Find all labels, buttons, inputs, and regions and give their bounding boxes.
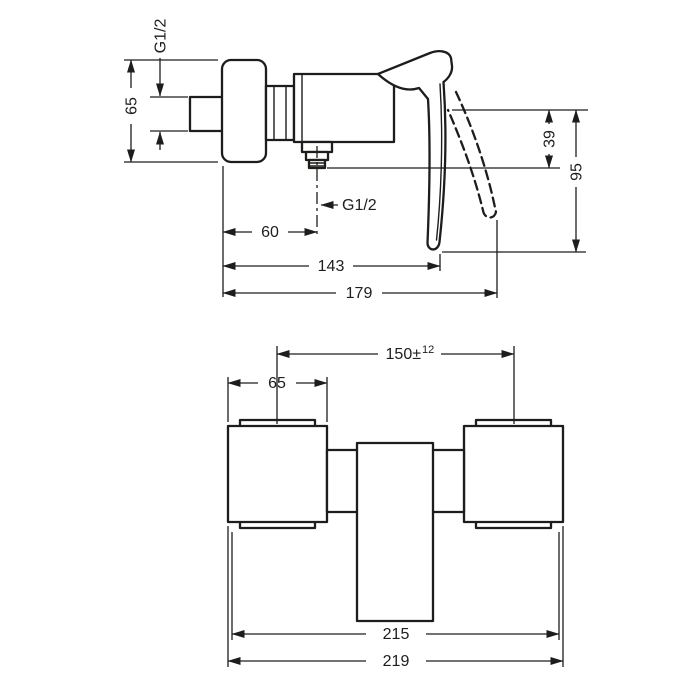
dim-label-95: 95 [569,163,586,181]
dim-label-219: 219 [383,653,410,670]
mixer-body-side [292,72,396,144]
side-view-dimensions: G1/2 65 39 95 60 G1/2 1 [124,19,588,302]
dim-label-179: 179 [346,285,373,302]
dim-label-143: 143 [318,258,345,275]
dim-label-65-height: 65 [124,97,141,115]
handle-lever-edge [435,83,443,241]
handle-lever [376,50,454,251]
dim-label-inlet-thread: G1/2 [153,19,170,54]
front-view [226,418,565,623]
front-view-dimensions: 150± 12 65 215 219 [227,344,564,670]
dim-label-65-width: 65 [268,375,286,392]
side-view [188,50,498,251]
connection-nut [264,84,296,142]
handle-swing-dashed [446,90,498,219]
dim-label-150: 150± [386,346,422,363]
dim-label-60: 60 [261,224,279,241]
dim-label-39: 39 [542,130,559,148]
wall-pipe-nipple [188,95,226,133]
dim-label-215: 215 [383,626,410,643]
dim-label-outlet-thread: G1/2 [342,197,377,214]
handle-body-front [355,441,435,623]
left-escutcheon-front [226,424,329,524]
dim-label-150-tolerance: 12 [422,344,434,356]
right-escutcheon-front [462,424,565,524]
wall-escutcheon-side [220,58,268,164]
